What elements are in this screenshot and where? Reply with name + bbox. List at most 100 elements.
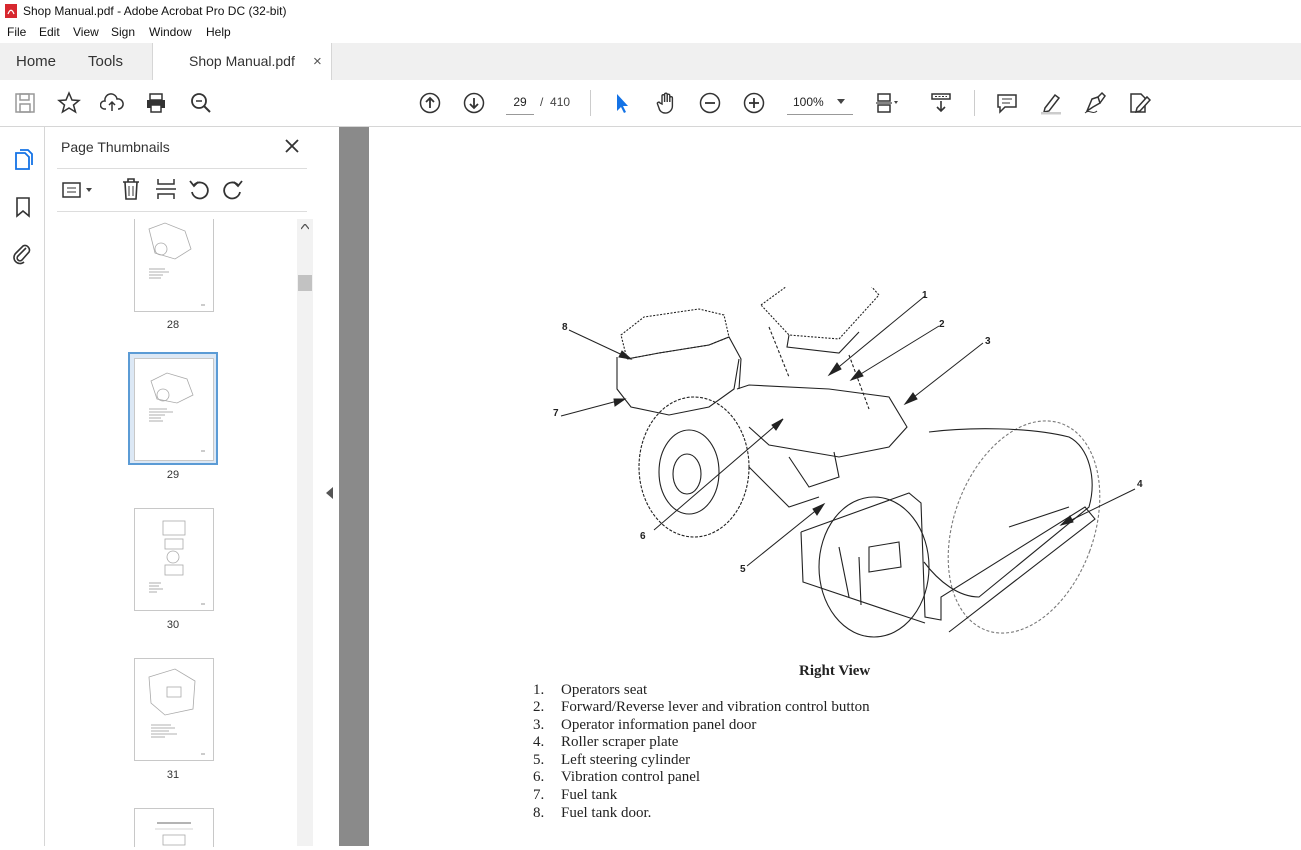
menu-window[interactable]: Window: [149, 25, 192, 39]
callout-3: 3: [985, 336, 991, 347]
insert-page-icon[interactable]: [155, 177, 177, 201]
acrobat-app-icon: [5, 4, 17, 18]
thumbnail-preview: [148, 222, 205, 306]
panel-collapse-handle[interactable]: [320, 127, 338, 846]
page-thumbnails-panel: Page Thumbnails 28 29 30 31: [45, 127, 321, 847]
scrollbar-thumb[interactable]: [298, 275, 312, 291]
hand-tool-icon[interactable]: [654, 91, 678, 115]
menu-edit[interactable]: Edit: [39, 25, 60, 39]
zoom-in-icon[interactable]: [742, 91, 766, 115]
bookmark-icon[interactable]: [13, 195, 33, 219]
menu-view[interactable]: View: [73, 25, 99, 39]
panel-title: Page Thumbnails: [61, 139, 170, 155]
total-pages: 410: [550, 95, 571, 109]
legend-text: Fuel tank door.: [561, 805, 652, 821]
panel-divider: [57, 211, 307, 212]
legend-text: Forward/Reverse lever and vibration cont…: [561, 699, 870, 715]
next-page-icon[interactable]: [462, 91, 486, 115]
thumbnail-preview: [149, 520, 205, 605]
save-icon[interactable]: [13, 91, 37, 115]
legend-number: 1.: [533, 682, 545, 698]
legend-number: 5.: [533, 752, 545, 768]
menu-help[interactable]: Help: [206, 25, 231, 39]
roller-illustration: [560, 287, 1136, 638]
tab-document[interactable]: Shop Manual.pdf ×: [152, 43, 332, 81]
tab-close-icon[interactable]: ×: [313, 53, 322, 70]
comment-icon[interactable]: [995, 91, 1019, 115]
thumbnail-page-29[interactable]: [134, 358, 214, 461]
legend-number: 4.: [533, 734, 545, 750]
thumbnail-label: 28: [166, 319, 180, 331]
menu-file[interactable]: File: [7, 25, 27, 39]
thumbnail-page-28[interactable]: [134, 219, 214, 312]
callout-4: 4: [1137, 479, 1143, 490]
legend-text: Left steering cylinder: [561, 752, 691, 768]
page-number-input[interactable]: 29: [506, 90, 534, 115]
menu-sign[interactable]: Sign: [111, 25, 136, 39]
thumbnail-label: 29: [166, 469, 180, 481]
title-bar: Shop Manual.pdf - Adobe Acrobat Pro DC (…: [0, 0, 1301, 23]
tab-tools[interactable]: Tools: [88, 53, 124, 70]
thumbnail-label: 31: [166, 769, 180, 781]
panel-divider: [57, 168, 307, 169]
window-title: Shop Manual.pdf - Adobe Acrobat Pro DC (…: [23, 4, 287, 18]
delete-trash-icon[interactable]: [121, 177, 141, 201]
menu-bar: File Edit View Sign Window Help: [0, 23, 1301, 43]
legend-number: 7.: [533, 787, 545, 803]
callout-1: 1: [922, 290, 928, 301]
page-thumbnails-icon[interactable]: [12, 148, 34, 172]
toolbar-divider: [974, 90, 975, 116]
legend-number: 3.: [533, 717, 545, 733]
callout-2: 2: [939, 319, 945, 330]
legend-text: Fuel tank: [561, 787, 618, 803]
callout-7: 7: [553, 408, 559, 419]
thumbnail-preview: [148, 668, 205, 755]
thumbnail-preview: [155, 822, 193, 846]
zoom-level-select[interactable]: 100%: [787, 90, 853, 115]
close-icon[interactable]: [285, 139, 299, 153]
star-icon[interactable]: [57, 91, 81, 115]
legend-number: 6.: [533, 769, 545, 785]
collapse-panel-icon[interactable]: [326, 487, 333, 499]
legend-number: 8.: [533, 805, 545, 821]
scroll-up-icon[interactable]: [301, 224, 309, 230]
fill-sign-icon[interactable]: [1127, 91, 1152, 115]
page-count: / 410: [540, 95, 570, 109]
thumbnail-page-30[interactable]: [134, 508, 214, 611]
rotate-clockwise-icon[interactable]: [222, 178, 244, 200]
upload-icon[interactable]: [99, 91, 124, 115]
document-gutter: [339, 127, 369, 846]
callout-6: 6: [640, 531, 646, 542]
tab-home[interactable]: Home: [16, 53, 57, 70]
tab-bar: Home Tools Shop Manual.pdf ×: [0, 43, 1301, 81]
thumbnail-preview: [149, 372, 205, 452]
zoom-level-value: 100%: [793, 95, 824, 109]
thumbnail-scrollbar[interactable]: [297, 219, 313, 846]
callout-8: 8: [562, 322, 568, 333]
zoom-search-icon[interactable]: [189, 91, 213, 115]
figure-caption: Right View: [799, 663, 871, 679]
legend-text: Vibration control panel: [561, 769, 701, 785]
chevron-down-icon: [837, 99, 845, 104]
thumbnail-options-icon[interactable]: [62, 180, 96, 200]
thumbnail-page-32[interactable]: [134, 808, 214, 847]
legend-text: Roller scraper plate: [561, 734, 679, 750]
toolbar-divider: [590, 90, 591, 116]
callout-5: 5: [740, 564, 746, 575]
legend-number: 2.: [533, 699, 545, 715]
zoom-out-icon[interactable]: [698, 91, 722, 115]
rotate-counterclockwise-icon[interactable]: [188, 178, 210, 200]
left-navigation-rail: [0, 127, 45, 846]
highlight-pen-icon[interactable]: [1039, 91, 1063, 115]
print-icon[interactable]: [144, 91, 168, 115]
previous-page-icon[interactable]: [418, 91, 442, 115]
thumbnail-page-31[interactable]: [134, 658, 214, 761]
attachment-paperclip-icon[interactable]: [11, 241, 33, 265]
scroll-mode-icon[interactable]: [929, 91, 953, 115]
sign-pen-icon[interactable]: [1083, 91, 1107, 115]
page-display-icon[interactable]: [874, 91, 898, 115]
thumbnail-label: 30: [166, 619, 180, 631]
page-separator: /: [540, 95, 544, 109]
select-cursor-icon[interactable]: [610, 91, 634, 115]
legend-text: Operators seat: [561, 682, 648, 698]
